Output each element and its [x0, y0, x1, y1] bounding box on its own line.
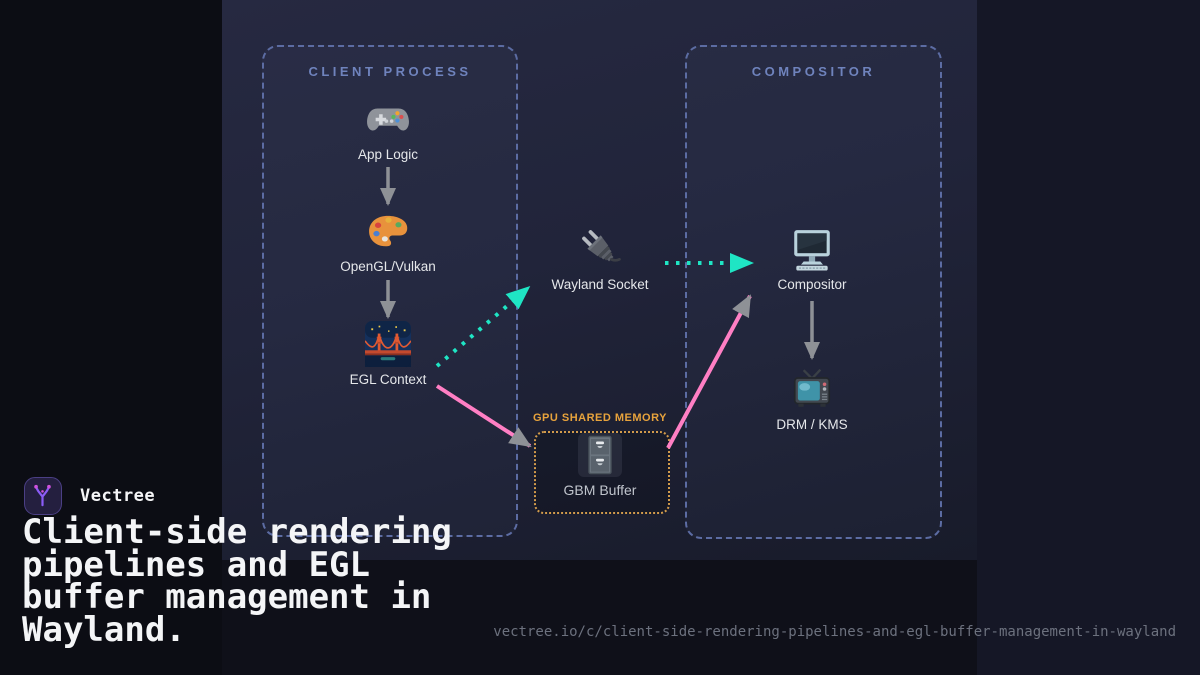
compositor-group: COMPOSITOR — [685, 45, 942, 539]
file-cabinet-icon — [578, 433, 622, 477]
node-egl-context: EGL Context — [308, 321, 468, 387]
gpu-shared-memory-title: GPU SHARED MEMORY — [533, 412, 667, 424]
node-opengl-vulkan: OpenGL/Vulkan — [308, 208, 468, 274]
node-label: Compositor — [777, 277, 847, 292]
palette-icon — [369, 215, 408, 247]
television-icon — [793, 368, 831, 407]
brand-row: Vectree — [24, 477, 155, 515]
page-title-line: pipelines and EGL — [22, 544, 370, 585]
page-title: Client-side rendering pipelines and EGL … — [22, 512, 522, 650]
vectree-branch-icon — [34, 484, 51, 507]
node-label: DRM / KMS — [776, 417, 848, 432]
brand-name: Vectree — [80, 486, 156, 506]
page-title-line: Client-side rendering — [22, 512, 452, 552]
node-label: GBM Buffer — [563, 482, 637, 498]
bridge-night-icon — [365, 321, 411, 367]
desktop-computer-icon — [794, 230, 830, 271]
client-process-title: CLIENT PROCESS — [308, 64, 472, 79]
vectree-logo — [24, 477, 62, 515]
node-label: App Logic — [357, 147, 419, 162]
node-label: Wayland Socket — [551, 277, 649, 292]
compositor-title: COMPOSITOR — [751, 64, 876, 79]
node-compositor: Compositor — [732, 226, 892, 292]
plug-icon — [582, 230, 621, 262]
node-wayland-socket: Wayland Socket — [520, 226, 680, 292]
page-title-line: Wayland. — [22, 609, 186, 650]
node-label: EGL Context — [349, 372, 427, 387]
node-app-logic: App Logic — [308, 96, 468, 162]
node-gbm-buffer: GBM Buffer — [520, 433, 680, 498]
gamepad-icon — [367, 108, 409, 131]
node-label: OpenGL/Vulkan — [340, 259, 436, 274]
page-title-line: buffer management in — [22, 577, 432, 617]
background-right — [977, 0, 1200, 675]
article-url: vectree.io/c/client-side-rendering-pipel… — [493, 624, 1176, 640]
background-left — [0, 0, 222, 675]
node-drm-kms: DRM / KMS — [732, 366, 892, 432]
